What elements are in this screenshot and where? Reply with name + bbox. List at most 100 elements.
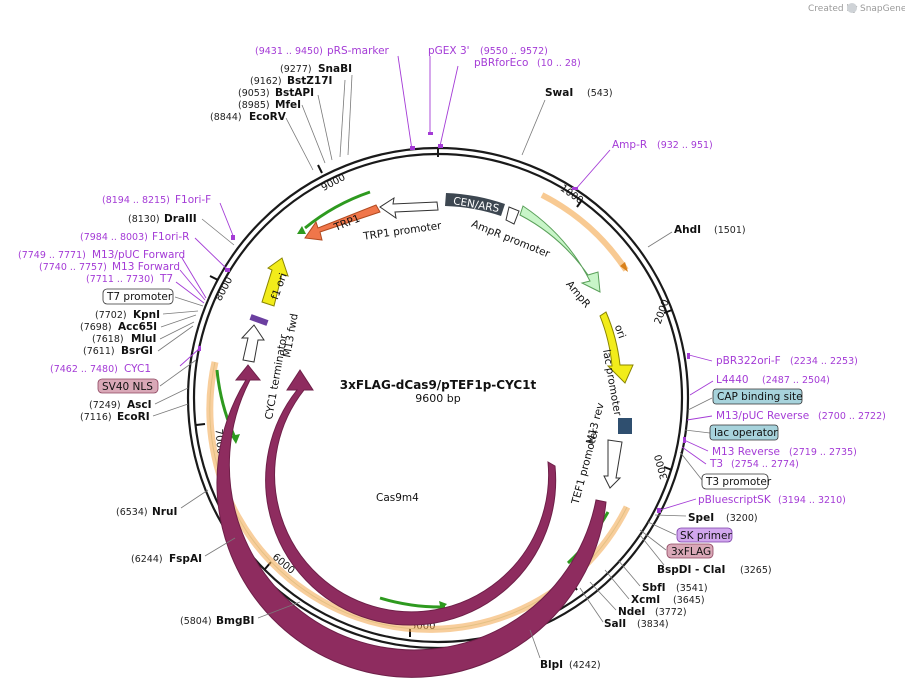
orf-arrowhead [439, 601, 447, 610]
enzyme-pos: (3265) [740, 565, 772, 576]
skprimer-label: SK primer [680, 530, 732, 542]
cenars-feature: CEN/ARS [445, 193, 505, 216]
enzyme-pos: (8985) [238, 100, 270, 111]
primer-leader [686, 415, 713, 421]
leader-line [347, 74, 353, 156]
enzyme-name: KpnI [133, 309, 160, 321]
enzyme-pos: (543) [587, 88, 613, 99]
enzyme-pos: (7116) [80, 412, 112, 423]
enzyme-name: NdeI [618, 606, 645, 618]
leader-line [162, 310, 199, 315]
ori-arrow [599, 311, 634, 384]
trp1-orf-arrow [304, 190, 371, 230]
feature-leader [647, 521, 677, 536]
trp1-arrow [304, 204, 381, 241]
primer-leader [688, 354, 713, 362]
leader-line [160, 314, 197, 328]
enzyme-name: SwaI [545, 87, 573, 99]
leader-line [521, 99, 546, 156]
primer-leader [659, 498, 697, 511]
enzyme-name: NruI [152, 506, 177, 518]
ori-feature: ori [599, 311, 634, 384]
leader-line [152, 403, 189, 417]
leader-line [285, 117, 314, 171]
enzyme-pos: (6244) [131, 554, 163, 565]
enzyme-name: BspDI - ClaI [657, 564, 725, 576]
leader-line [579, 587, 604, 623]
primer-leader [181, 257, 207, 299]
primer-name: CYC1 [124, 363, 151, 375]
cenars-label: CEN/ARS [452, 195, 500, 215]
feature-leader [679, 451, 703, 481]
leader-line [339, 79, 346, 158]
enzyme-name: Acc65I [118, 321, 157, 333]
leader-line [257, 601, 301, 619]
primer-leader [194, 237, 229, 271]
primer-pos: (2754 .. 2774) [731, 459, 799, 470]
credit-text: Created by [808, 4, 858, 14]
cas9-label: Cas9 [364, 563, 392, 580]
tick-label: 3000 [653, 453, 670, 480]
f1ori-arrow [261, 257, 289, 307]
primer-name: pBRforEco [474, 57, 528, 69]
primer-pos: (10 .. 28) [537, 58, 581, 69]
primer-leader [683, 439, 709, 452]
leader-line [154, 387, 189, 405]
t7p-box [102, 288, 174, 305]
cas9-feature: Cas9 [216, 364, 607, 678]
primer-leader [681, 446, 707, 465]
primer-marker [438, 144, 443, 148]
leader-line [639, 534, 665, 566]
primers-top: pRS-marker (9431 .. 9450) pGEX 3' (9550 … [255, 45, 581, 151]
feature-leader [159, 359, 197, 387]
primer-name: M13 Reverse [712, 446, 780, 458]
leader-line [647, 231, 673, 248]
enzyme-pos: (6534) [116, 507, 148, 518]
enzymes-left: SnaBI (9277) BstZ17I (9162) BstAPI (9053… [80, 63, 353, 627]
tick-mark [195, 423, 206, 426]
snapgene-credit: Created by SnapGene [808, 3, 905, 14]
primer-marker [687, 353, 690, 359]
primer-name: pGEX 3' [428, 45, 470, 57]
enzyme-name: XcmI [631, 594, 660, 606]
primers-left: F1ori-F (8194 .. 8215) F1ori-R (7984 .. … [18, 194, 235, 394]
ampr-orf-band [540, 192, 629, 272]
tick-mark [663, 466, 673, 471]
lacop-marker [618, 418, 632, 434]
enzyme-name: SpeI [688, 512, 714, 524]
cas9-arrow [216, 364, 607, 678]
cas9m4-label: Cas9m4 [376, 492, 419, 504]
enzyme-pos: (3834) [637, 619, 669, 630]
enzyme-pos: (1501) [714, 225, 746, 236]
snapgene-logo-icon [847, 3, 857, 13]
primer-pos: (9550 .. 9572) [480, 46, 548, 57]
primer-leader [219, 202, 235, 239]
primer-marker [198, 346, 201, 351]
m13fwd-marker [249, 314, 269, 326]
primer-marker [572, 187, 578, 190]
primers-right: Amp-R (932 .. 951) pBR322ori-F (2234 .. … [572, 139, 886, 559]
primer-pos: (2719 .. 2735) [789, 447, 857, 458]
skprimer-box [676, 527, 733, 543]
leader-line [204, 537, 236, 557]
flag-label: 3xFLAG [671, 546, 711, 558]
enzyme-name: BsrGI [121, 345, 153, 357]
ori-label: ori [612, 323, 628, 340]
amppromoter-arrow [505, 206, 520, 225]
leader-line [180, 489, 209, 509]
orf-arrowhead [231, 434, 240, 444]
cyc1term-arrow [240, 324, 265, 363]
brand-text: SnapGene [860, 4, 905, 14]
primer-leader [439, 65, 459, 147]
enzyme-name: BstZ17I [287, 75, 332, 87]
tick-mark [663, 309, 673, 314]
enzyme-name: EcoRI [117, 411, 150, 423]
leader-line [159, 321, 195, 340]
leader-line [654, 514, 687, 517]
primer-leader [179, 347, 201, 367]
primer-name: pBluescriptSK [698, 494, 772, 506]
enzyme-pos: (3772) [655, 607, 687, 618]
leader-line [589, 581, 617, 611]
enzyme-pos: (7618) [92, 334, 124, 345]
primer-pos: (9431 .. 9450) [255, 46, 323, 57]
